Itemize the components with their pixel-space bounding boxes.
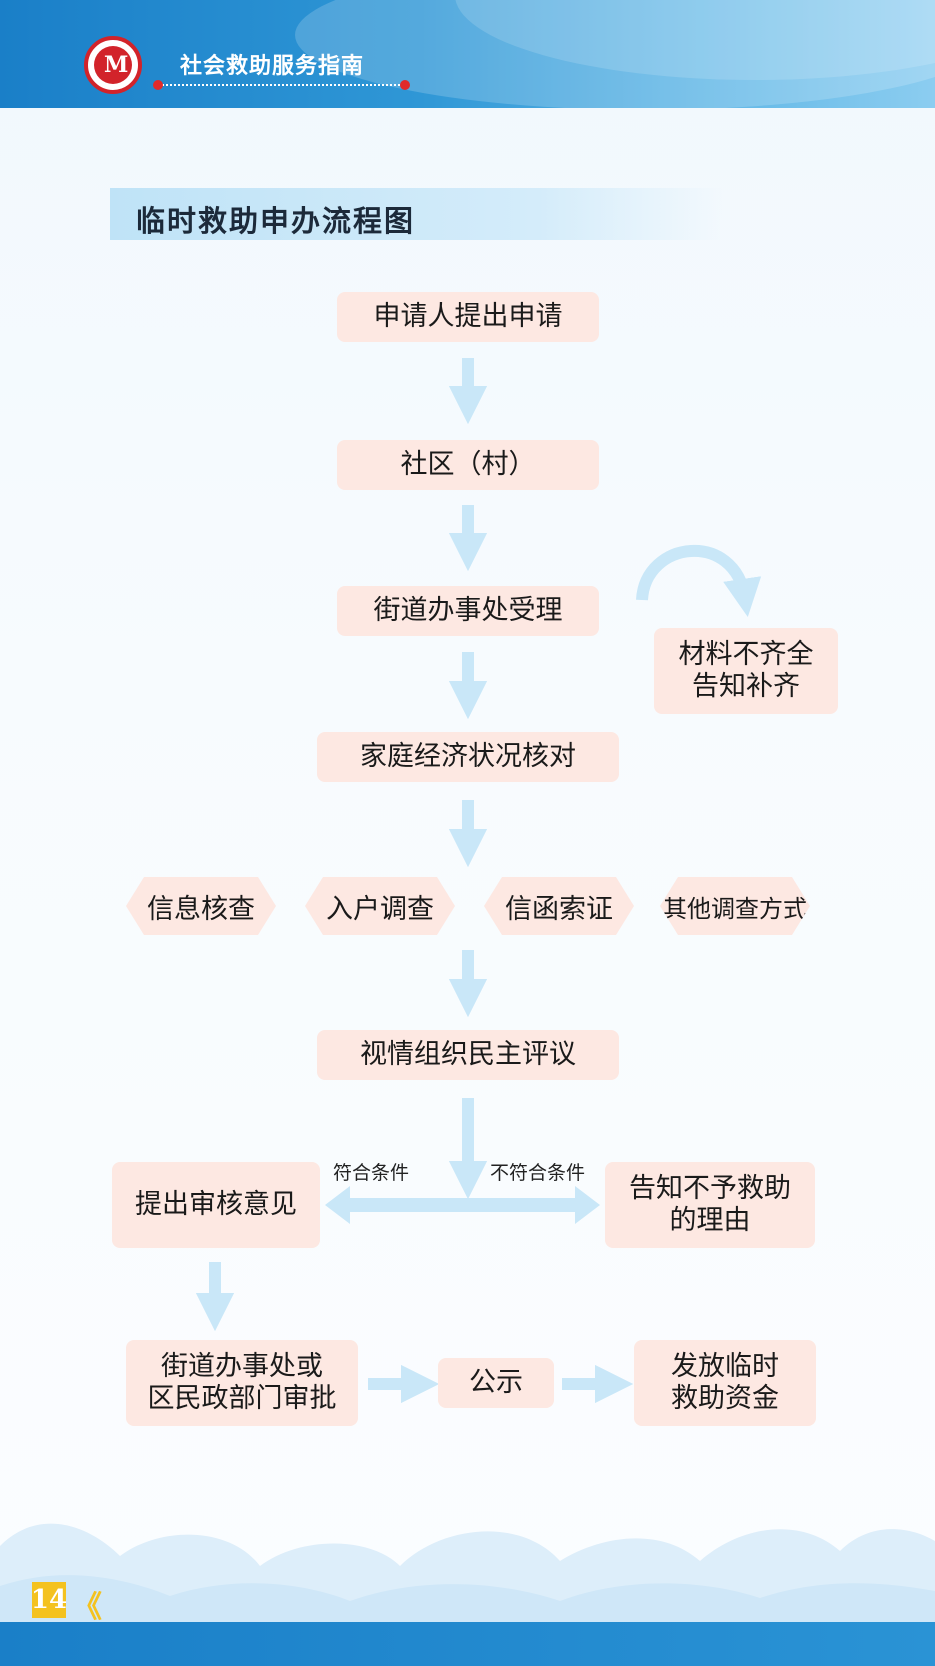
box-issue-funds: 发放临时 救助资金 <box>634 1340 816 1426</box>
box-publicize: 公示 <box>438 1358 554 1408</box>
step-community: 社区（村） <box>337 440 599 490</box>
step-accept: 街道办事处受理 <box>337 586 599 636</box>
box-review-opinion: 提出审核意见 <box>112 1162 320 1248</box>
box-approval: 街道办事处或 区民政部门审批 <box>126 1340 358 1426</box>
section-title: 临时救助申办流程图 <box>136 204 416 238</box>
method-letter-evidence: 信函索证 <box>484 877 634 935</box>
method-other: 其他调查方式 <box>660 877 810 935</box>
step-apply: 申请人提出申请 <box>337 292 599 342</box>
chevron-left-icon[interactable]: 《 <box>72 1590 102 1625</box>
dot-icon <box>400 80 410 90</box>
left-arrowhead <box>325 1186 350 1224</box>
branch-no-label: 不符合条件 <box>490 1162 586 1184</box>
header-dotted-rule <box>158 84 404 86</box>
header-banner <box>0 0 935 108</box>
step-democratic-review: 视情组织民主评议 <box>317 1030 619 1080</box>
right-arrowhead <box>575 1186 600 1224</box>
method-home-visit: 入户调查 <box>305 877 455 935</box>
branch-yes-label: 符合条件 <box>333 1162 410 1184</box>
side-note-materials: 材料不齐全 告知补齐 <box>654 628 838 714</box>
method-info-check: 信息核查 <box>126 877 276 935</box>
curved-arrow <box>636 544 762 617</box>
page-number: 14 <box>31 1582 67 1618</box>
dot-icon <box>153 80 163 90</box>
civil-affairs-logo-icon: M <box>84 36 142 94</box>
section-title-bar: 临时救助申办流程图 <box>110 188 722 240</box>
footer-bar <box>0 1622 935 1666</box>
brand-title: 社会救助服务指南 <box>180 54 365 79</box>
box-deny-reason: 告知不予救助 的理由 <box>605 1162 815 1248</box>
step-verify-economy: 家庭经济状况核对 <box>317 732 619 782</box>
